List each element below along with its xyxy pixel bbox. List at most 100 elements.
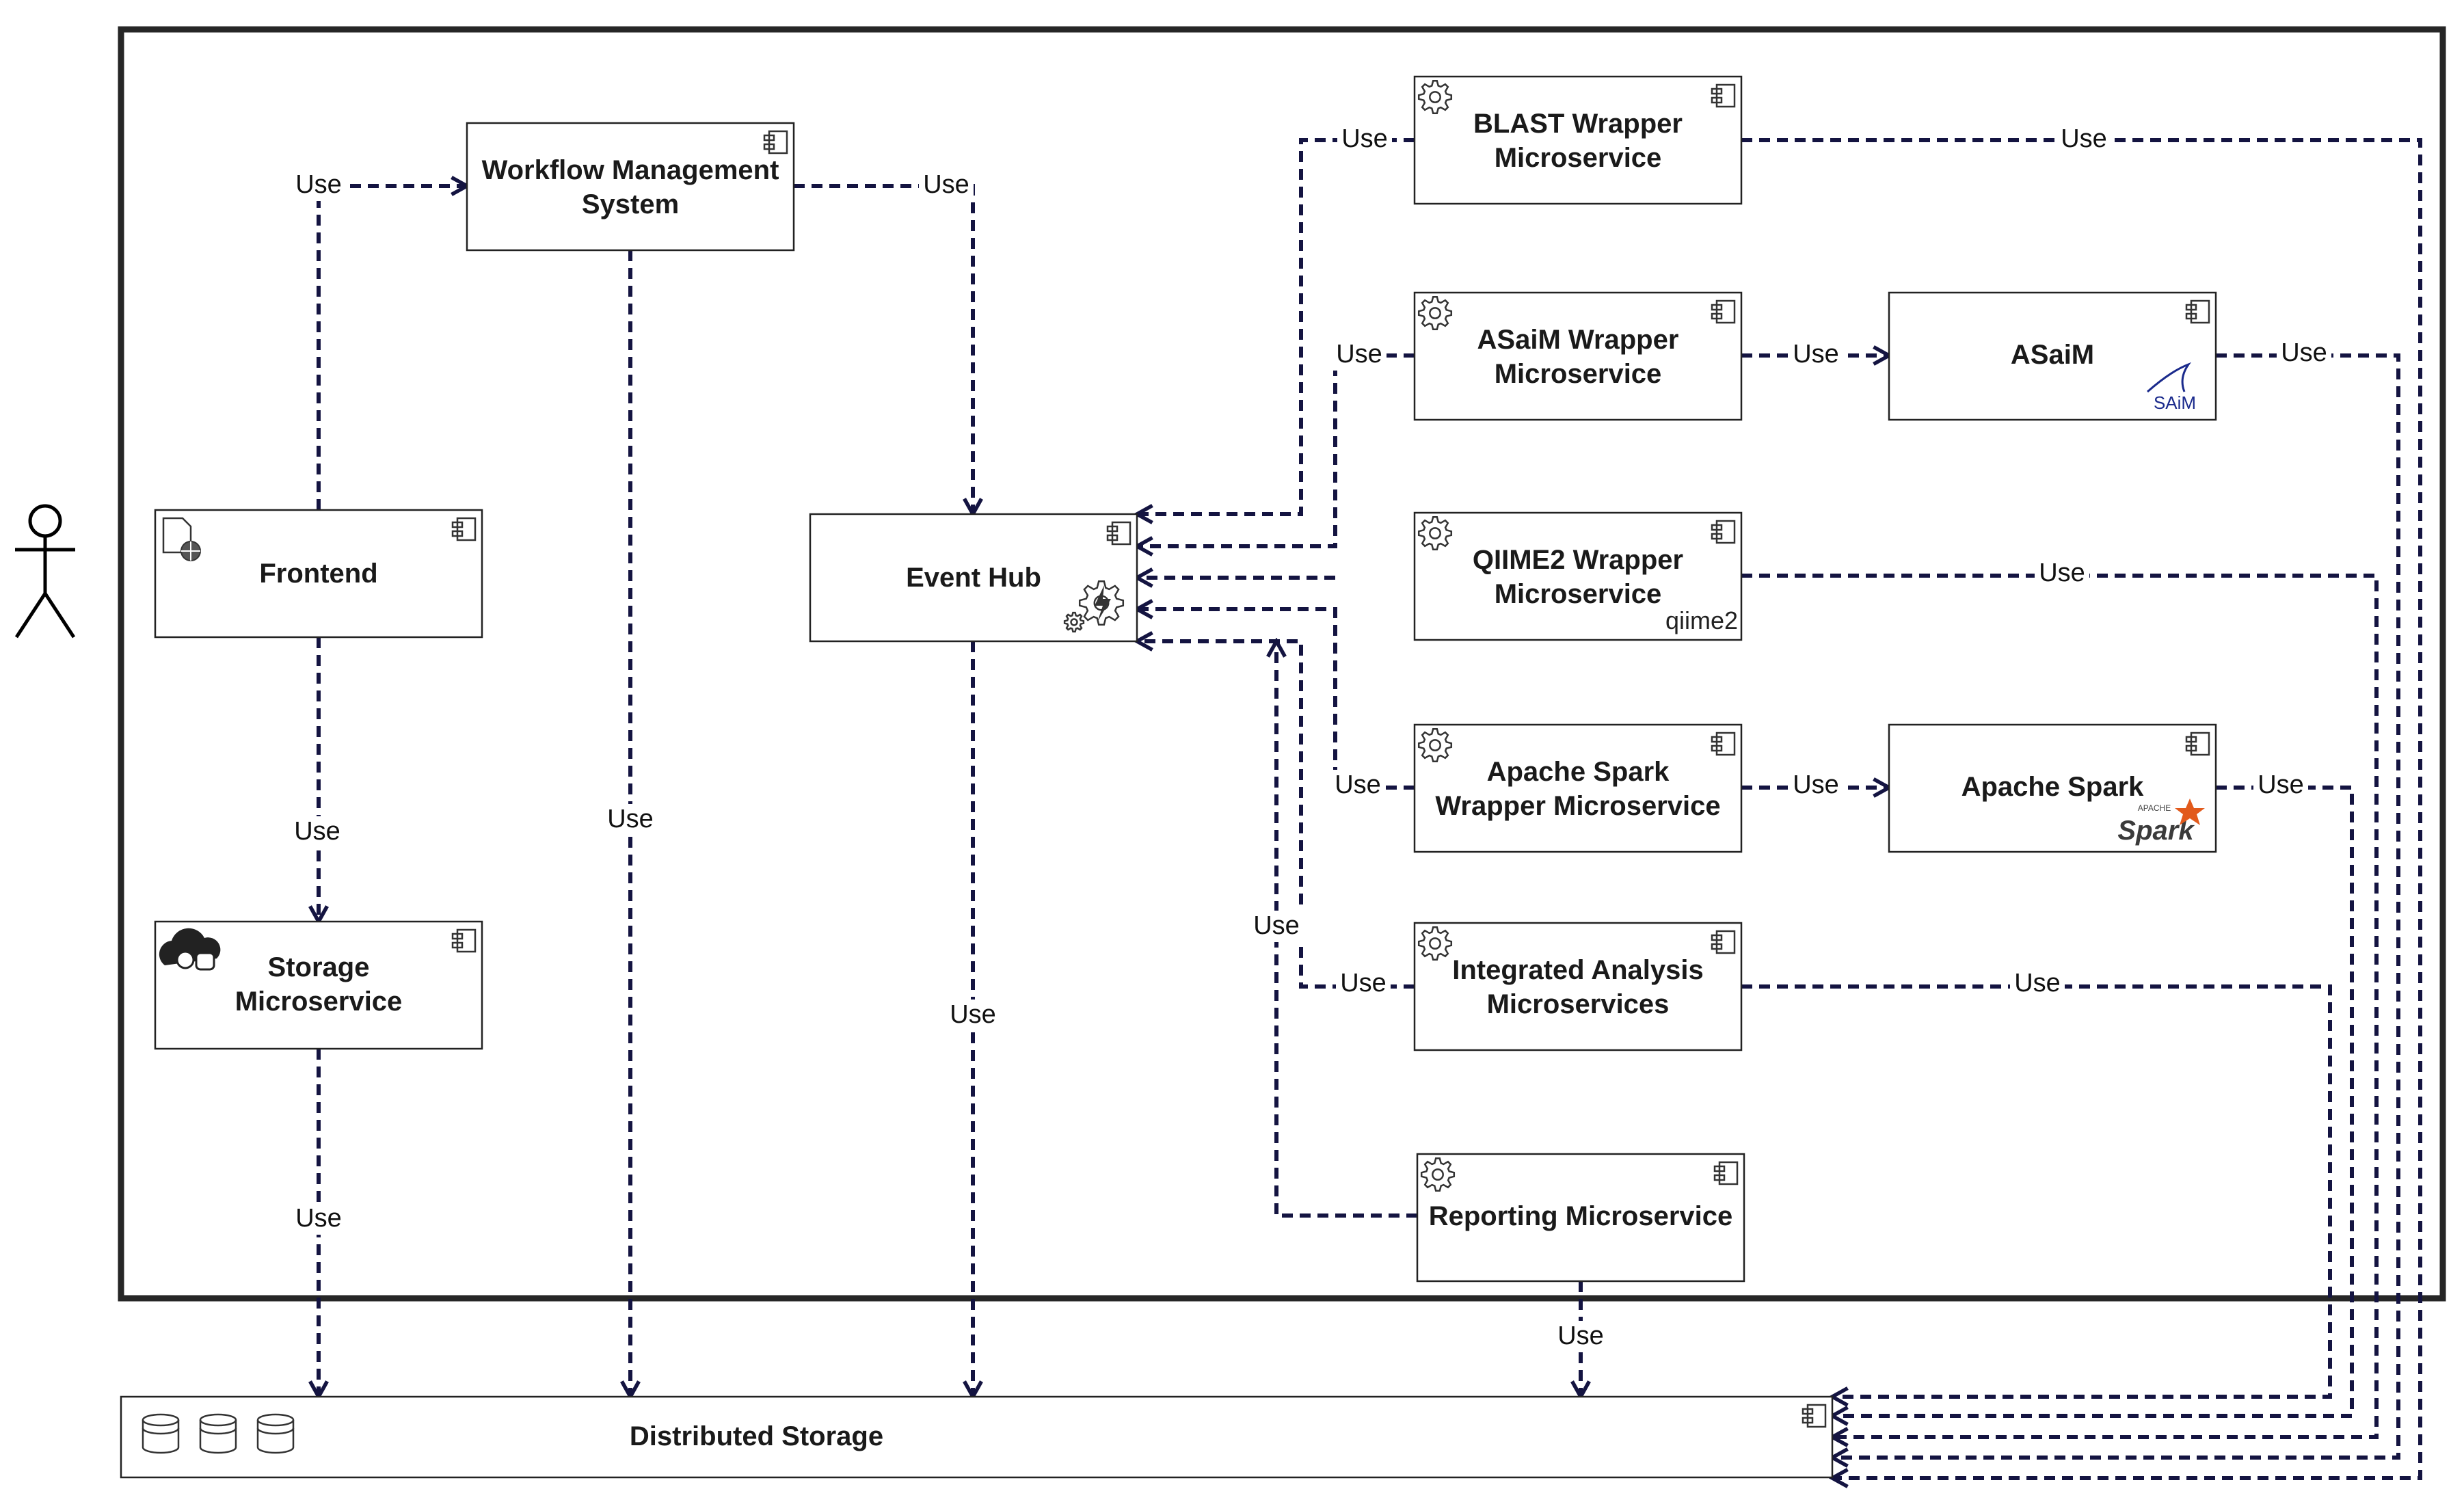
use-label: Use	[1336, 968, 1391, 1000]
asaim-logo: SAiM	[2147, 362, 2196, 413]
uml-component-icon	[1106, 521, 1131, 546]
node-reporting[interactable]: Reporting Microservice	[1416, 1153, 1745, 1283]
frontend-to-wms-connector	[317, 186, 467, 510]
system-boundary	[118, 26, 2446, 1302]
use-label-text: Use	[950, 1000, 996, 1029]
qiime2-to-dist-connector	[1741, 574, 2379, 1437]
use-label: Use	[1330, 770, 1385, 801]
node-title: Microservice	[1495, 579, 1662, 609]
use-label-text: Use	[2258, 770, 2304, 799]
use-label-text: Use	[2061, 124, 2107, 153]
gear-icon	[1420, 1157, 1456, 1192]
use-label: Use	[291, 170, 346, 201]
node-asaim[interactable]: SAiM ASaiM	[1888, 291, 2217, 421]
node-title: Apache Spark	[1487, 757, 1670, 787]
uml-component-icon	[451, 928, 477, 953]
node-title: ASaiM	[2011, 340, 2094, 370]
use-label: Use	[1337, 124, 1392, 155]
node-title: Integrated Analysis	[1452, 955, 1704, 985]
node-title: Event Hub	[906, 563, 1041, 593]
use-label: Use	[603, 804, 658, 835]
blast-to-event-hub-connector	[1137, 138, 1415, 514]
use-label-text: Use	[295, 1204, 342, 1233]
use-label-text: Use	[1557, 1322, 1604, 1350]
node-title: Microservice	[1495, 359, 1662, 389]
use-label: Use	[2057, 124, 2111, 155]
gear-bolt-icon	[1063, 580, 1125, 633]
node-frontend[interactable]: Frontend	[154, 509, 483, 639]
gear-icon	[1417, 727, 1453, 763]
spark-to-dist-connector	[1832, 786, 2354, 1416]
use-label: Use	[1789, 770, 1843, 801]
uml-component-icon	[1802, 1404, 1827, 1428]
uml-component-icon	[1711, 299, 1736, 324]
uml-component-icon	[451, 517, 477, 541]
cloud-storage-icon	[159, 928, 221, 971]
use-label: Use	[1553, 1321, 1608, 1352]
node-dist-storage[interactable]: Distributed Storage	[120, 1395, 1834, 1479]
database-cylinder-icon	[199, 1413, 237, 1454]
uml-component-icon	[1711, 732, 1736, 756]
asaim-to-dist-connector	[1832, 353, 2400, 1458]
node-title: QIIME2 Wrapper	[1473, 545, 1683, 575]
uml-component-icon	[1711, 520, 1736, 544]
use-label-text: Use	[1253, 911, 1300, 940]
use-label-text: Use	[2281, 338, 2327, 367]
database-cylinder-icon	[256, 1413, 295, 1454]
qiime2-logo: qiime2	[1665, 606, 1738, 634]
uml-component-icon	[1711, 930, 1736, 954]
use-label: Use	[2035, 558, 2089, 589]
node-title: Workflow Management	[482, 155, 779, 185]
node-title: Microservice	[1495, 143, 1662, 173]
use-label: Use	[291, 1203, 346, 1235]
use-label-text: Use	[923, 170, 969, 199]
use-label-text: Use	[294, 817, 340, 846]
database-cylinder-icon	[142, 1413, 180, 1454]
uml-component-icon	[2185, 299, 2210, 324]
use-label-text: Use	[1335, 770, 1381, 799]
uml-component-icon	[2185, 732, 2210, 756]
use-label-text: Use	[2039, 559, 2085, 587]
use-label: Use	[1332, 339, 1387, 371]
uml-component-icon	[763, 130, 788, 155]
use-label-text: Use	[607, 805, 654, 833]
node-event-hub[interactable]: Event Hub	[809, 513, 1138, 643]
use-label-text: Use	[1336, 340, 1382, 368]
use-label: Use	[2277, 338, 2331, 369]
use-label: Use	[1249, 911, 1304, 942]
gear-icon	[1417, 295, 1453, 331]
use-label: Use	[919, 170, 974, 201]
node-title: BLAST Wrapper	[1473, 109, 1683, 139]
node-title: System	[582, 189, 679, 219]
spark-vendor-text: APACHE	[2138, 803, 2171, 813]
asaim-logo-text: SAiM	[2154, 392, 2196, 413]
use-label-text: Use	[295, 170, 342, 199]
gear-icon	[1063, 611, 1085, 633]
node-title: Apache Spark	[1961, 772, 2145, 802]
use-label-text: Use	[1340, 969, 1387, 997]
use-label: Use	[290, 816, 345, 848]
integrated-to-dist-connector	[1741, 984, 2332, 1397]
user-actor-icon	[14, 504, 76, 639]
node-title: Microservices	[1487, 989, 1670, 1019]
node-title: Microservice	[235, 987, 403, 1017]
use-label-text: Use	[1793, 340, 1839, 368]
use-label: Use	[2253, 770, 2308, 801]
use-label-text: Use	[1341, 124, 1388, 153]
uml-component-icon	[1713, 1161, 1739, 1185]
wms-to-event-hub-connector	[794, 184, 973, 514]
node-title: Reporting Microservice	[1429, 1201, 1733, 1231]
uml-component-icon	[1711, 83, 1736, 108]
node-title: ASaiM Wrapper	[1477, 325, 1679, 355]
node-title: Frontend	[259, 559, 377, 589]
